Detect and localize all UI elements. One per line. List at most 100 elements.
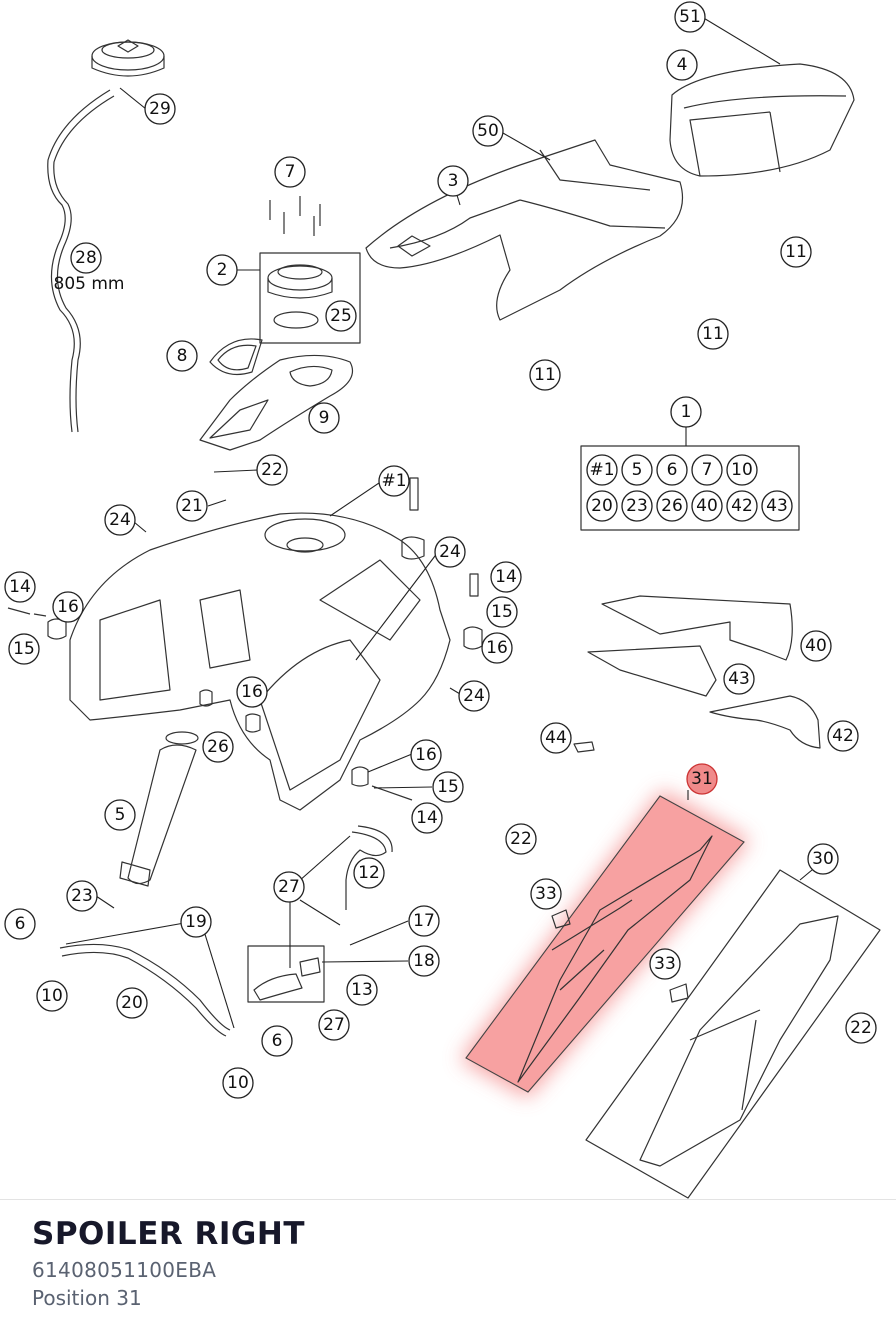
callout-18[interactable]: 18	[408, 945, 440, 977]
callout-21[interactable]: 21	[176, 490, 208, 522]
svg-text:16: 16	[486, 638, 508, 658]
callout-15b[interactable]: 15	[486, 596, 518, 628]
svg-text:20: 20	[121, 993, 143, 1013]
callout-16d[interactable]: 16	[410, 739, 442, 771]
hose-length-label: 805 mm	[54, 274, 125, 294]
callout-11c[interactable]: 11	[529, 359, 561, 391]
svg-text:7: 7	[702, 460, 713, 480]
callout-27b[interactable]: 27	[318, 1009, 350, 1041]
svg-text:6: 6	[667, 460, 678, 480]
kit-item-40[interactable]: 40	[691, 490, 723, 522]
callout-4[interactable]: 4	[666, 49, 698, 81]
callout-#1-tank[interactable]: #1	[378, 465, 410, 497]
callout-6b[interactable]: 6	[261, 1025, 293, 1057]
callout-24b[interactable]: 24	[434, 536, 466, 568]
part-number: 61408051100EBA	[32, 1258, 217, 1282]
callout-14a[interactable]: 14	[4, 571, 36, 603]
svg-text:43: 43	[766, 496, 788, 516]
callout-13[interactable]: 13	[346, 974, 378, 1006]
svg-text:40: 40	[696, 496, 718, 516]
callout-42[interactable]: 42	[827, 720, 859, 752]
svg-text:33: 33	[654, 954, 676, 974]
callout-44[interactable]: 44	[540, 722, 572, 754]
svg-text:27: 27	[323, 1015, 345, 1035]
kit-item-7[interactable]: 7	[691, 454, 723, 486]
svg-text:22: 22	[261, 460, 283, 480]
callout-27a[interactable]: 27	[273, 871, 305, 903]
callout-40[interactable]: 40	[800, 630, 832, 662]
callout-3[interactable]: 3	[437, 165, 469, 197]
callout-20[interactable]: 20	[116, 987, 148, 1019]
svg-text:11: 11	[785, 242, 807, 262]
svg-text:27: 27	[278, 877, 300, 897]
callout-8[interactable]: 8	[166, 340, 198, 372]
svg-text:16: 16	[57, 597, 79, 617]
callout-22c[interactable]: 22	[845, 1012, 877, 1044]
callout-22b[interactable]: 22	[505, 823, 537, 855]
kit-item-26[interactable]: 26	[656, 490, 688, 522]
svg-text:22: 22	[510, 829, 532, 849]
kit-item-23[interactable]: 23	[621, 490, 653, 522]
callout-11a[interactable]: 11	[780, 236, 812, 268]
callout-14b[interactable]: 14	[490, 561, 522, 593]
callout-11b[interactable]: 11	[697, 318, 729, 350]
callout-33b[interactable]: 33	[649, 948, 681, 980]
callout-28[interactable]: 28	[70, 242, 102, 274]
callout-9[interactable]: 9	[308, 402, 340, 434]
callout-16b[interactable]: 16	[481, 632, 513, 664]
callout-6a[interactable]: 6	[4, 908, 36, 940]
callout-33a[interactable]: 33	[530, 878, 562, 910]
svg-text:6: 6	[15, 914, 26, 934]
callout-10b[interactable]: 10	[222, 1067, 254, 1099]
kit-item-6[interactable]: 6	[656, 454, 688, 486]
part-title: SPOILER RIGHT	[32, 1216, 305, 1252]
kit-item-20[interactable]: 20	[586, 490, 618, 522]
callout-10a[interactable]: 10	[36, 980, 68, 1012]
callout-24c[interactable]: 24	[458, 680, 490, 712]
callout-14c[interactable]: 14	[411, 802, 443, 834]
kit-item-42[interactable]: 42	[726, 490, 758, 522]
callout-19[interactable]: 19	[180, 906, 212, 938]
kit-item-43[interactable]: 43	[761, 490, 793, 522]
callout-31-highlighted[interactable]: 31	[686, 763, 718, 795]
svg-text:26: 26	[661, 496, 683, 516]
callout-26[interactable]: 26	[202, 731, 234, 763]
kit-item-#1[interactable]: #1	[586, 454, 618, 486]
leader-lines	[65, 16, 813, 1029]
svg-text:24: 24	[463, 686, 485, 706]
callout-23[interactable]: 23	[66, 880, 98, 912]
svg-text:11: 11	[702, 324, 724, 344]
callout-30[interactable]: 30	[807, 843, 839, 875]
callout-29[interactable]: 29	[144, 93, 176, 125]
callout-22a[interactable]: 22	[256, 454, 288, 486]
part-position: Position 31	[32, 1286, 142, 1310]
svg-text:2: 2	[217, 260, 228, 280]
callout-51[interactable]: 51	[674, 1, 706, 33]
callout-25[interactable]: 25	[325, 300, 357, 332]
callout-15a[interactable]: 15	[8, 633, 40, 665]
callout-15c[interactable]: 15	[432, 771, 464, 803]
callout-43[interactable]: 43	[723, 663, 755, 695]
callout-16c[interactable]: 16	[236, 676, 268, 708]
part-lines	[7, 39, 881, 1199]
svg-text:43: 43	[728, 669, 750, 689]
callout-2[interactable]: 2	[206, 254, 238, 286]
callout-50[interactable]: 50	[472, 115, 504, 147]
callout-24a[interactable]: 24	[104, 504, 136, 536]
callout-12[interactable]: 12	[353, 857, 385, 889]
svg-text:23: 23	[71, 886, 93, 906]
callout-7a[interactable]: 7	[274, 156, 306, 188]
callout-1[interactable]: 1	[670, 396, 702, 428]
svg-text:16: 16	[415, 745, 437, 765]
highlight-spoiler-right[interactable]	[460, 790, 750, 1098]
kit-item-5[interactable]: 5	[621, 454, 653, 486]
callout-17[interactable]: 17	[408, 905, 440, 937]
svg-text:#1: #1	[381, 471, 406, 491]
part-caption: SPOILER RIGHT 61408051100EBA Position 31	[0, 1199, 896, 1336]
callout-16a[interactable]: 16	[52, 591, 84, 623]
callout-5[interactable]: 5	[104, 799, 136, 831]
svg-text:30: 30	[812, 849, 834, 869]
svg-text:10: 10	[41, 986, 63, 1006]
kit-item-10[interactable]: 10	[726, 454, 758, 486]
svg-text:42: 42	[832, 726, 854, 746]
